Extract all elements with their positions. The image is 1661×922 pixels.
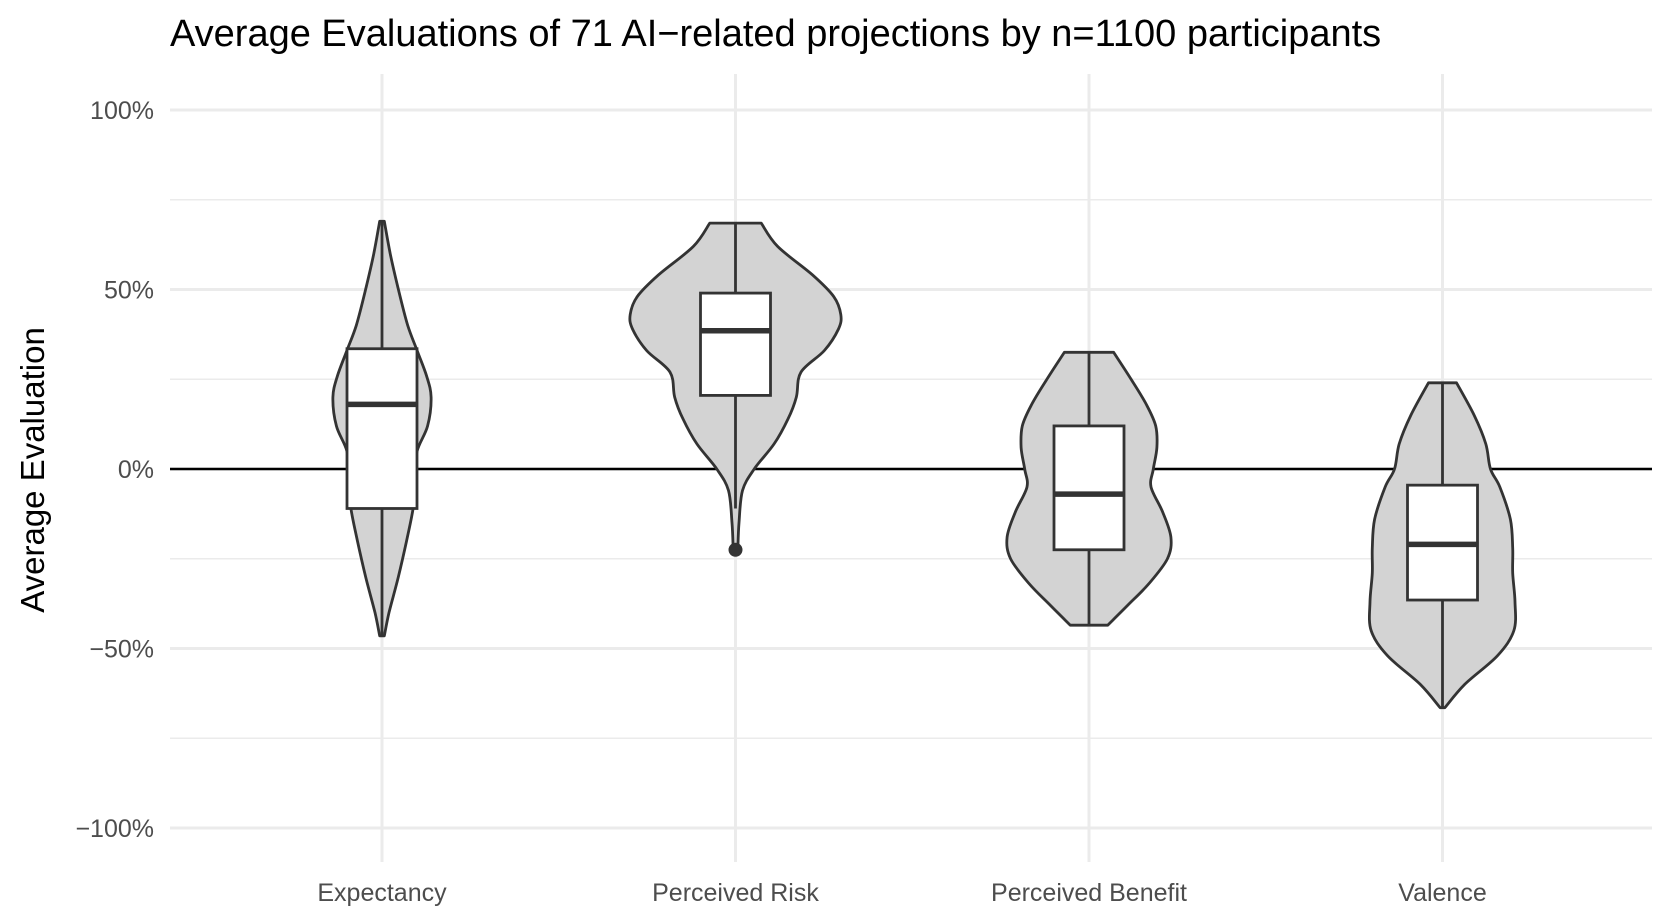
y-axis-label: Average Evaluation [14,327,51,613]
outlier-point [728,542,743,557]
violin-group [1005,350,1173,627]
iqr-box [345,347,419,510]
y-tick-label: −50% [89,636,154,664]
iqr-box [1052,424,1126,552]
violin-group [1367,381,1518,710]
x-tick-label: Perceived Risk [652,879,819,907]
x-axis-ticks: Expectancy Perceived Risk Perceived Benefi… [317,879,1486,907]
x-tick-label: Perceived Benefit [991,879,1187,907]
x-tick-label: Valence [1398,879,1487,907]
y-axis-ticks: 100% 50% 0% −50% −100% [75,97,154,843]
y-tick-label: 50% [104,277,154,305]
violin-group [331,219,433,638]
iqr-box [699,291,772,397]
x-tick-label: Expectancy [317,879,447,907]
y-tick-label: −100% [75,815,154,843]
chart-title: Average Evaluations of 71 AI−related pro… [170,13,1381,55]
violins [331,219,1518,710]
violin-group [628,221,843,557]
y-tick-label: 0% [118,456,154,484]
y-tick-label: 100% [90,97,154,125]
